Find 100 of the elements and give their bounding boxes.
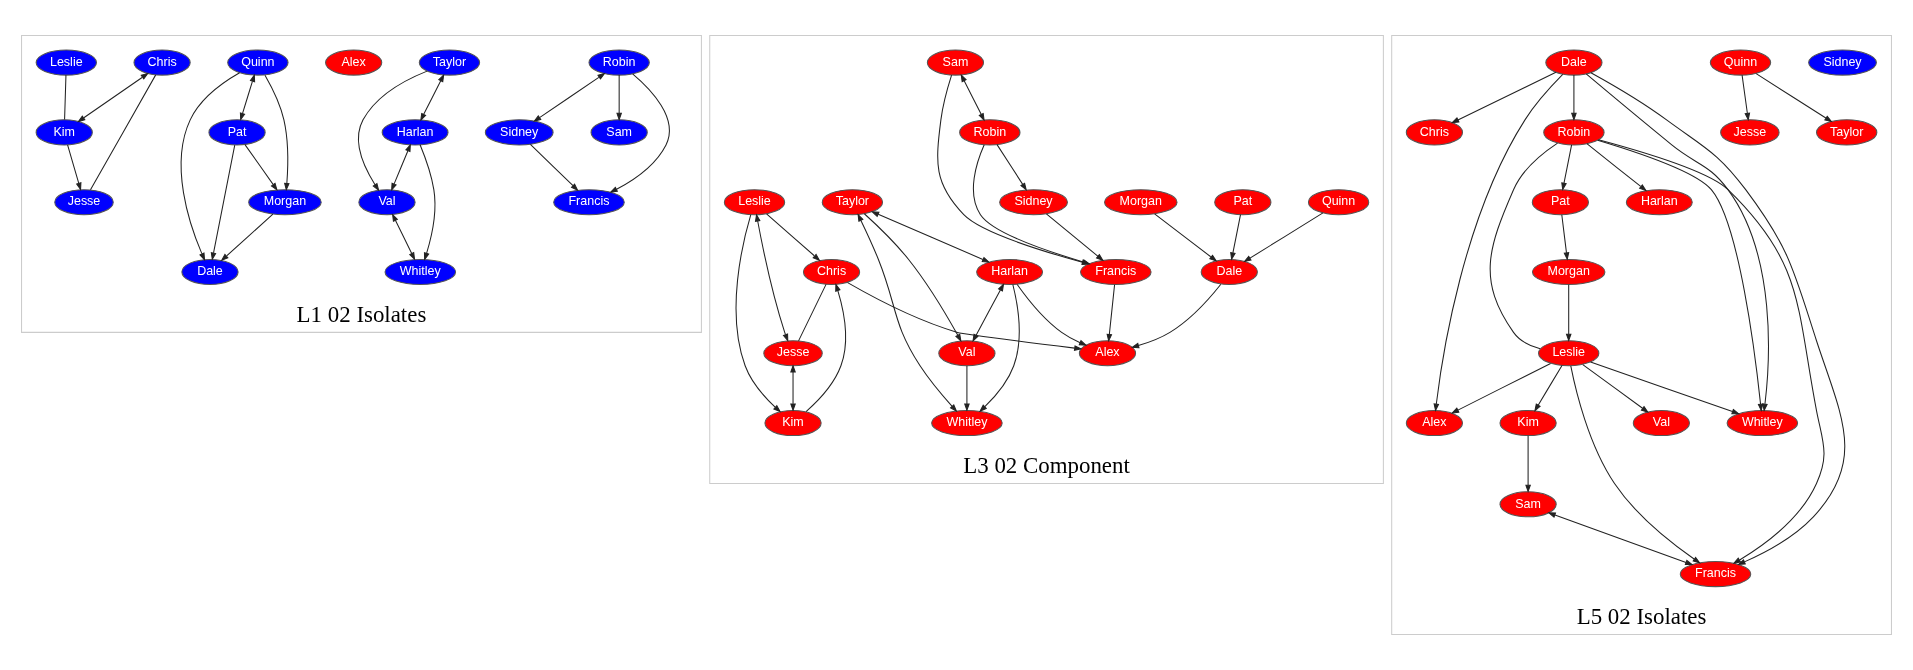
arrow: [790, 364, 796, 412]
arrow: [529, 143, 579, 192]
node-ellipse: Sam: [926, 49, 985, 76]
arrow: [1016, 283, 1088, 346]
node-ellipse: Val: [938, 340, 996, 367]
node-ellipse: Quinn: [1709, 49, 1772, 76]
node-ellipse: Jesse: [1720, 119, 1780, 146]
node-ellipse: Jesse: [54, 189, 114, 216]
arrow: [1590, 72, 1846, 565]
node-ellipse: Quinn: [227, 49, 289, 76]
node-ellipse: Robin: [959, 119, 1021, 146]
node-ellipse: Chris: [133, 49, 191, 76]
arrow: [766, 213, 821, 262]
node-ellipse: Kim: [764, 410, 822, 437]
arrow: [1561, 214, 1570, 261]
node-ellipse: Morgan: [1531, 258, 1606, 286]
arrow: [244, 144, 278, 191]
arrow: [1243, 212, 1324, 263]
arrow: [419, 144, 436, 261]
arrow: [77, 72, 149, 123]
connector: [89, 74, 157, 191]
arrow: [67, 144, 82, 191]
arrow: [847, 282, 1083, 351]
node-ellipse: Quinn: [1307, 189, 1370, 216]
arrow: [1547, 512, 1694, 566]
arrow: [964, 365, 970, 412]
node-ellipse: Sidney: [484, 119, 554, 146]
arrow: [1570, 365, 1701, 564]
arrow: [1582, 364, 1650, 413]
node-ellipse: Sidney: [999, 189, 1068, 216]
arrow: [1586, 143, 1648, 192]
arrow: [735, 214, 782, 413]
arrow: [1597, 139, 1764, 412]
arrow: [1450, 362, 1552, 414]
node-ellipse: Sam: [590, 119, 648, 146]
arrow: [1433, 73, 1564, 412]
arrow: [754, 213, 789, 343]
arrow: [863, 213, 962, 343]
node-ellipse: Jesse: [763, 340, 823, 367]
node-ellipse: Val: [1632, 410, 1690, 437]
node-ellipse: Dale: [1545, 49, 1603, 76]
node-ellipse: Whitley: [384, 258, 457, 286]
node-ellipse: Leslie: [723, 189, 786, 216]
node-ellipse: Morgan: [248, 189, 322, 216]
arrow: [616, 74, 623, 122]
node-ellipse: Kim: [35, 119, 93, 146]
arrow: [996, 144, 1027, 192]
arrow: [1585, 73, 1769, 413]
node-ellipse: Alex: [325, 49, 383, 76]
arrow: [1525, 435, 1531, 494]
node-ellipse: Sidney: [1808, 49, 1877, 76]
arrow: [972, 144, 1091, 265]
node-ellipse: Taylor: [418, 49, 481, 76]
arrow: [1106, 284, 1116, 343]
arrow: [210, 144, 236, 261]
arrow: [239, 73, 256, 122]
node-ellipse: Kim: [1499, 410, 1557, 437]
arrow: [609, 73, 670, 193]
arrow: [1590, 361, 1740, 415]
arrow: [1755, 73, 1833, 123]
node-ellipse: Val: [358, 189, 416, 216]
arrow: [1598, 139, 1825, 565]
node-ellipse: Harlan: [1625, 189, 1693, 216]
arrow: [972, 283, 1005, 343]
arrow: [1534, 364, 1563, 412]
arrow: [805, 283, 846, 413]
node-ellipse: Robin: [588, 49, 650, 76]
node-ellipse: Dale: [1200, 258, 1258, 286]
arrow: [1130, 283, 1222, 349]
arrow: [1571, 74, 1577, 122]
node-ellipse: Alex: [1405, 410, 1464, 437]
node-ellipse: Francis: [553, 189, 625, 216]
arrow: [264, 74, 290, 192]
arrow: [857, 213, 958, 413]
arrow: [391, 143, 411, 192]
connector: [1489, 142, 1559, 350]
arrow: [870, 211, 991, 263]
arrow: [978, 284, 1020, 413]
node-ellipse: Pat: [208, 119, 266, 146]
node-ellipse: Taylor: [1816, 119, 1878, 146]
arrow: [1154, 213, 1218, 262]
arrow: [1561, 144, 1573, 191]
arrow: [533, 72, 606, 122]
node-ellipse: Leslie: [35, 49, 97, 76]
connector: [798, 283, 827, 342]
node-ellipse: Dale: [181, 258, 239, 286]
connector: [64, 74, 67, 121]
node-ellipse: Pat: [1214, 189, 1272, 216]
arrow: [1565, 284, 1572, 343]
arrow: [420, 73, 445, 122]
node-ellipse: Harlan: [381, 119, 449, 146]
arrow: [358, 70, 428, 192]
node-ellipse: Chris: [802, 258, 861, 286]
arrow: [220, 213, 274, 262]
arrow: [960, 73, 985, 122]
arrow: [937, 74, 1091, 265]
arrow: [391, 213, 416, 261]
node-ellipse: Pat: [1531, 189, 1589, 216]
node-ellipse: Leslie: [1538, 340, 1600, 367]
arrow: [180, 72, 241, 262]
